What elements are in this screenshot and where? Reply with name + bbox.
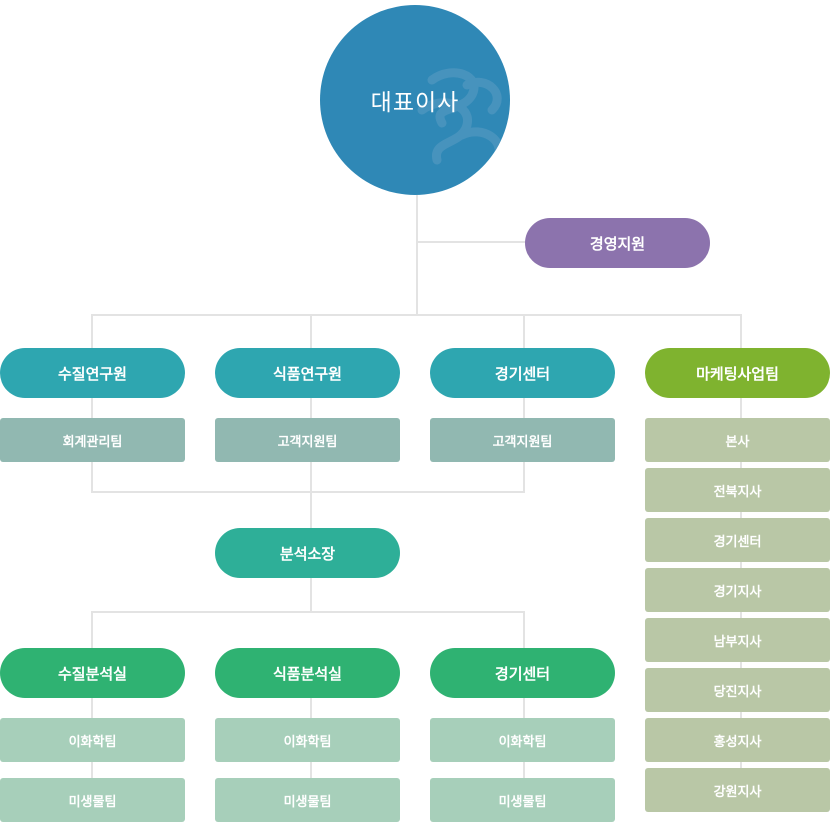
marketing-node[interactable]: 마케팅사업팀 (645, 348, 830, 398)
lab-team-box[interactable]: 이화학팀 (0, 718, 185, 762)
lab-team-box[interactable]: 미생물팀 (215, 778, 400, 822)
lab-label: 경기센터 (494, 664, 551, 683)
lab-water-analysis[interactable]: 수질분석실 (0, 648, 185, 698)
management-support-label: 경영지원 (589, 234, 646, 253)
lab-team-label: 이화학팀 (498, 734, 547, 750)
lab-team-box[interactable]: 이화학팀 (215, 718, 400, 762)
ceo-node[interactable]: 대표이사 (320, 5, 510, 195)
lab-food-analysis[interactable]: 식품분석실 (215, 648, 400, 698)
lab-team-label: 이화학팀 (68, 734, 117, 750)
decorative-swirl-icon (417, 68, 504, 165)
branch-box[interactable]: 강원지사 (645, 768, 830, 812)
division-water-research[interactable]: 수질연구원 (0, 348, 185, 398)
branch-box[interactable]: 홍성지사 (645, 718, 830, 762)
lab-label: 수질분석실 (57, 664, 127, 683)
branch-box[interactable]: 경기센터 (645, 518, 830, 562)
lab-team-box[interactable]: 미생물팀 (0, 778, 185, 822)
division-gyeonggi-center[interactable]: 경기센터 (430, 348, 615, 398)
branch-label: 당진지사 (713, 684, 762, 700)
branch-label: 본사 (725, 434, 750, 450)
ceo-label: 대표이사 (370, 90, 460, 116)
division-label: 수질연구원 (57, 364, 127, 383)
lab-team-box[interactable]: 미생물팀 (430, 778, 615, 822)
team-box[interactable]: 고객지원팀 (430, 418, 615, 462)
branch-label: 강원지사 (713, 784, 762, 800)
team-label: 고객지원팀 (277, 434, 338, 450)
lab-team-box[interactable]: 이화학팀 (430, 718, 615, 762)
marketing-label: 마케팅사업팀 (696, 364, 779, 383)
lab-team-label: 이화학팀 (283, 734, 332, 750)
division-label: 경기센터 (494, 364, 551, 383)
branch-box[interactable]: 당진지사 (645, 668, 830, 712)
branch-label: 경기센터 (713, 534, 762, 550)
team-box[interactable]: 회계관리팀 (0, 418, 185, 462)
branch-box[interactable]: 전북지사 (645, 468, 830, 512)
division-label: 식품연구원 (272, 364, 342, 383)
division-food-research[interactable]: 식품연구원 (215, 348, 400, 398)
branch-label: 전북지사 (713, 484, 762, 500)
team-box[interactable]: 고객지원팀 (215, 418, 400, 462)
branch-label: 남부지사 (713, 634, 762, 650)
branch-box[interactable]: 남부지사 (645, 618, 830, 662)
branch-label: 경기지사 (713, 584, 762, 600)
lab-gyeonggi-center[interactable]: 경기센터 (430, 648, 615, 698)
branch-box[interactable]: 본사 (645, 418, 830, 462)
lab-director-node[interactable]: 분석소장 (215, 528, 400, 578)
management-support-node[interactable]: 경영지원 (525, 218, 710, 268)
lab-label: 식품분석실 (272, 664, 342, 683)
branch-box[interactable]: 경기지사 (645, 568, 830, 612)
lab-team-label: 미생물팀 (283, 794, 332, 810)
team-label: 회계관리팀 (62, 434, 123, 450)
lab-team-label: 미생물팀 (68, 794, 117, 810)
lab-team-label: 미생물팀 (498, 794, 547, 810)
team-label: 고객지원팀 (492, 434, 553, 450)
lab-director-label: 분석소장 (279, 544, 336, 563)
branch-label: 홍성지사 (713, 734, 762, 750)
